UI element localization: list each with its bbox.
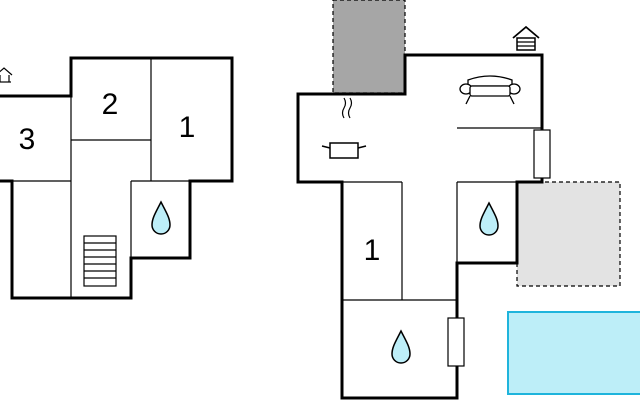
room-number-1: 1 (179, 111, 196, 144)
room-number-3: 3 (19, 123, 36, 156)
left-interior-walls (12, 58, 190, 298)
room-number-1: 1 (364, 234, 381, 267)
window-icon (533, 129, 551, 179)
bathroom-icon (479, 201, 499, 236)
room-number-2: 2 (102, 88, 119, 121)
kitchen-icon (321, 97, 367, 159)
right-exterior-wall (296, 53, 544, 400)
window-icon (447, 317, 465, 367)
entrance-icon (0, 67, 13, 83)
bathroom-icon (151, 200, 171, 235)
pool (507, 311, 640, 395)
entrance-icon (512, 25, 540, 51)
bathroom-icon (391, 329, 411, 364)
terrace-dark (332, 0, 406, 94)
left-exterior-wall (0, 56, 234, 300)
right-floor-plan: 1 (296, 0, 640, 400)
sofa-icon (459, 75, 521, 105)
left-floor-plan: 3 2 1 (0, 56, 234, 300)
terrace-light (516, 181, 621, 287)
stairs-icon (83, 235, 117, 287)
right-interior-walls (342, 127, 542, 301)
